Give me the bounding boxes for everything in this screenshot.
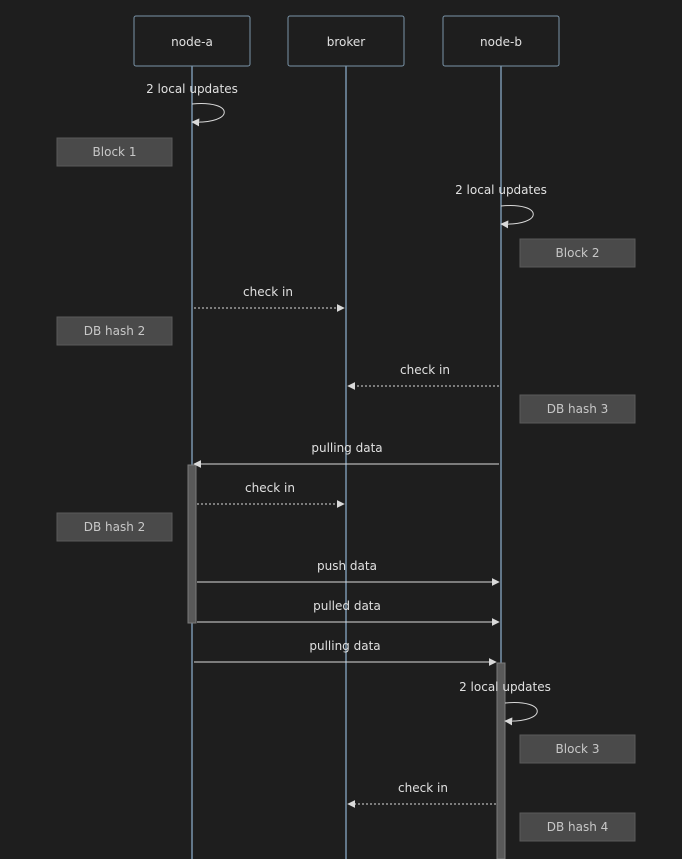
- message-label: check in: [245, 481, 295, 495]
- note-block-3: Block 3: [519, 734, 636, 764]
- participant-node-a: node-a: [133, 15, 251, 67]
- note-block-1: Block 1: [56, 137, 173, 167]
- note-db-hash-3: DB hash 3: [519, 394, 636, 424]
- message-pulling-data-a-to-b: pulling data: [194, 639, 497, 666]
- message-self-node-a: 2 local updates: [146, 82, 238, 127]
- message-label: 2 local updates: [459, 680, 551, 694]
- note-text: DB hash 2: [84, 324, 146, 338]
- note-db-hash-4: DB hash 4: [519, 812, 636, 842]
- participant-broker: broker: [287, 15, 405, 67]
- participant-label: node-a: [171, 35, 213, 49]
- participant-node-b: node-b: [442, 15, 560, 67]
- message-label: push data: [317, 559, 377, 573]
- message-label: pulled data: [313, 599, 381, 613]
- participant-label: node-b: [480, 35, 522, 49]
- message-label: pulling data: [309, 639, 380, 653]
- message-label: 2 local updates: [146, 82, 238, 96]
- note-text: Block 2: [556, 246, 600, 260]
- message-pulled-data-a-to-b: pulled data: [197, 599, 500, 626]
- message-check-in-a-to-broker-2: check in: [197, 481, 345, 508]
- message-label: 2 local updates: [455, 183, 547, 197]
- message-self-node-b: 2 local updates: [455, 183, 547, 229]
- note-db-hash-2-second: DB hash 2: [56, 512, 173, 542]
- message-check-in-b-to-broker-2: check in: [347, 781, 496, 808]
- message-pulling-data-b-to-a: pulling data: [193, 441, 499, 468]
- participant-label: broker: [327, 35, 366, 49]
- message-check-in-a-to-broker: check in: [194, 285, 345, 312]
- message-self-node-b-2: 2 local updates: [459, 680, 551, 726]
- message-push-data-a-to-b: push data: [197, 559, 500, 586]
- message-check-in-b-to-broker: check in: [347, 363, 499, 390]
- note-text: DB hash 2: [84, 520, 146, 534]
- note-text: DB hash 3: [547, 402, 609, 416]
- activation-node-b: [496, 662, 506, 859]
- message-label: pulling data: [311, 441, 382, 455]
- message-label: check in: [398, 781, 448, 795]
- note-text: Block 3: [556, 742, 600, 756]
- message-label: check in: [243, 285, 293, 299]
- activation-node-a: [187, 464, 197, 624]
- note-text: DB hash 4: [547, 820, 609, 834]
- note-block-2: Block 2: [519, 238, 636, 268]
- message-label: check in: [400, 363, 450, 377]
- note-text: Block 1: [93, 145, 137, 159]
- note-db-hash-2: DB hash 2: [56, 316, 173, 346]
